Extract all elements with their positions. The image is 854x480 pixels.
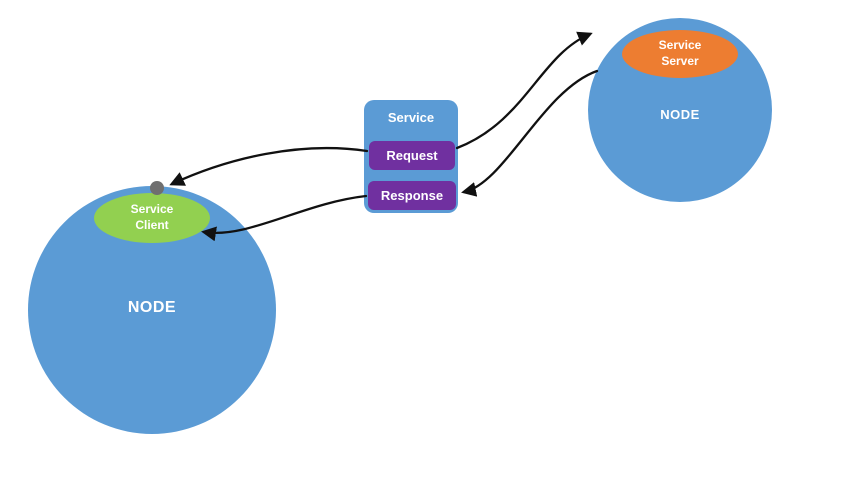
service-client-label-line2: Client xyxy=(135,218,169,232)
arrow-request-to-client-dot xyxy=(169,146,369,186)
right-node-label: NODE xyxy=(660,106,700,122)
service-server-label-line1: Service xyxy=(658,38,702,53)
request-box: Request xyxy=(369,141,455,170)
service-box: Service Request Response xyxy=(364,100,458,213)
service-client-label-line1: Service xyxy=(130,202,174,217)
left-node-label: NODE xyxy=(127,299,177,316)
arrow-server-to-response xyxy=(461,69,599,197)
service-client-ellipse: Service Client xyxy=(94,193,210,243)
service-server-label-line2: Server xyxy=(661,54,699,68)
response-label: Response xyxy=(380,188,444,203)
service-box-title: Service xyxy=(387,110,435,125)
connection-dot xyxy=(150,181,164,195)
arrow-request-to-server xyxy=(455,31,593,150)
request-label: Request xyxy=(386,148,438,163)
service-server-ellipse: Service Server xyxy=(622,30,738,78)
response-box: Response xyxy=(368,181,456,210)
